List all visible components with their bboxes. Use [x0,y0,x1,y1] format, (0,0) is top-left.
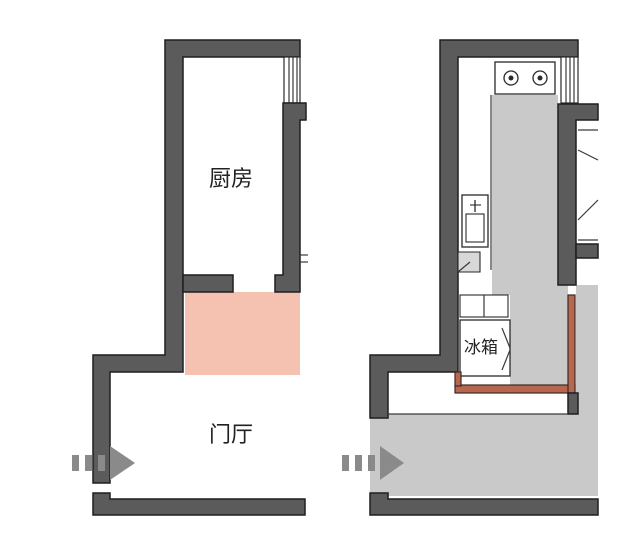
arrow-dash [98,455,105,471]
cabinet [457,251,481,273]
arrow-dash [368,455,375,471]
fridge-label: 冰箱 [464,338,498,358]
side-room-wall [557,103,599,286]
entrance-label: 门厅 [209,423,253,448]
side-room-door [575,129,599,259]
outer-wall-right-plan [369,39,579,419]
side-room-floor [576,285,598,415]
new-partition-vertical [567,294,576,394]
kitchen-label: 厨房 [209,167,253,192]
kitchen-right-wall [274,102,307,293]
entry-arrow-icon [72,446,135,480]
bottom-wall [369,492,599,516]
kitchen-stub-wall [182,274,234,293]
arrow-dash [355,455,362,471]
sink-icon [461,194,489,248]
arrow-dash [342,455,349,471]
arrow-head [110,446,135,480]
arrow-head [380,446,404,480]
outer-wall-left [92,39,301,484]
window [283,56,301,104]
plan-after: 冰箱 [342,39,599,516]
fridge: 冰箱 [459,319,511,377]
new-partition-stub [454,371,462,387]
new-partition-horizontal [454,384,576,394]
bottom-wall [92,492,306,516]
plan-before: 厨房 门厅 [72,39,308,516]
highlighted-area [185,292,300,375]
cabinet [459,294,509,318]
entry-arrow-icon [342,446,404,480]
stove-icon [494,61,556,95]
arrow-dash [85,455,92,471]
kitchen-floor [492,95,568,385]
arrow-dash [72,455,79,471]
entrance-floor [370,414,598,496]
window [560,56,579,104]
partition-end-wall [567,392,579,415]
